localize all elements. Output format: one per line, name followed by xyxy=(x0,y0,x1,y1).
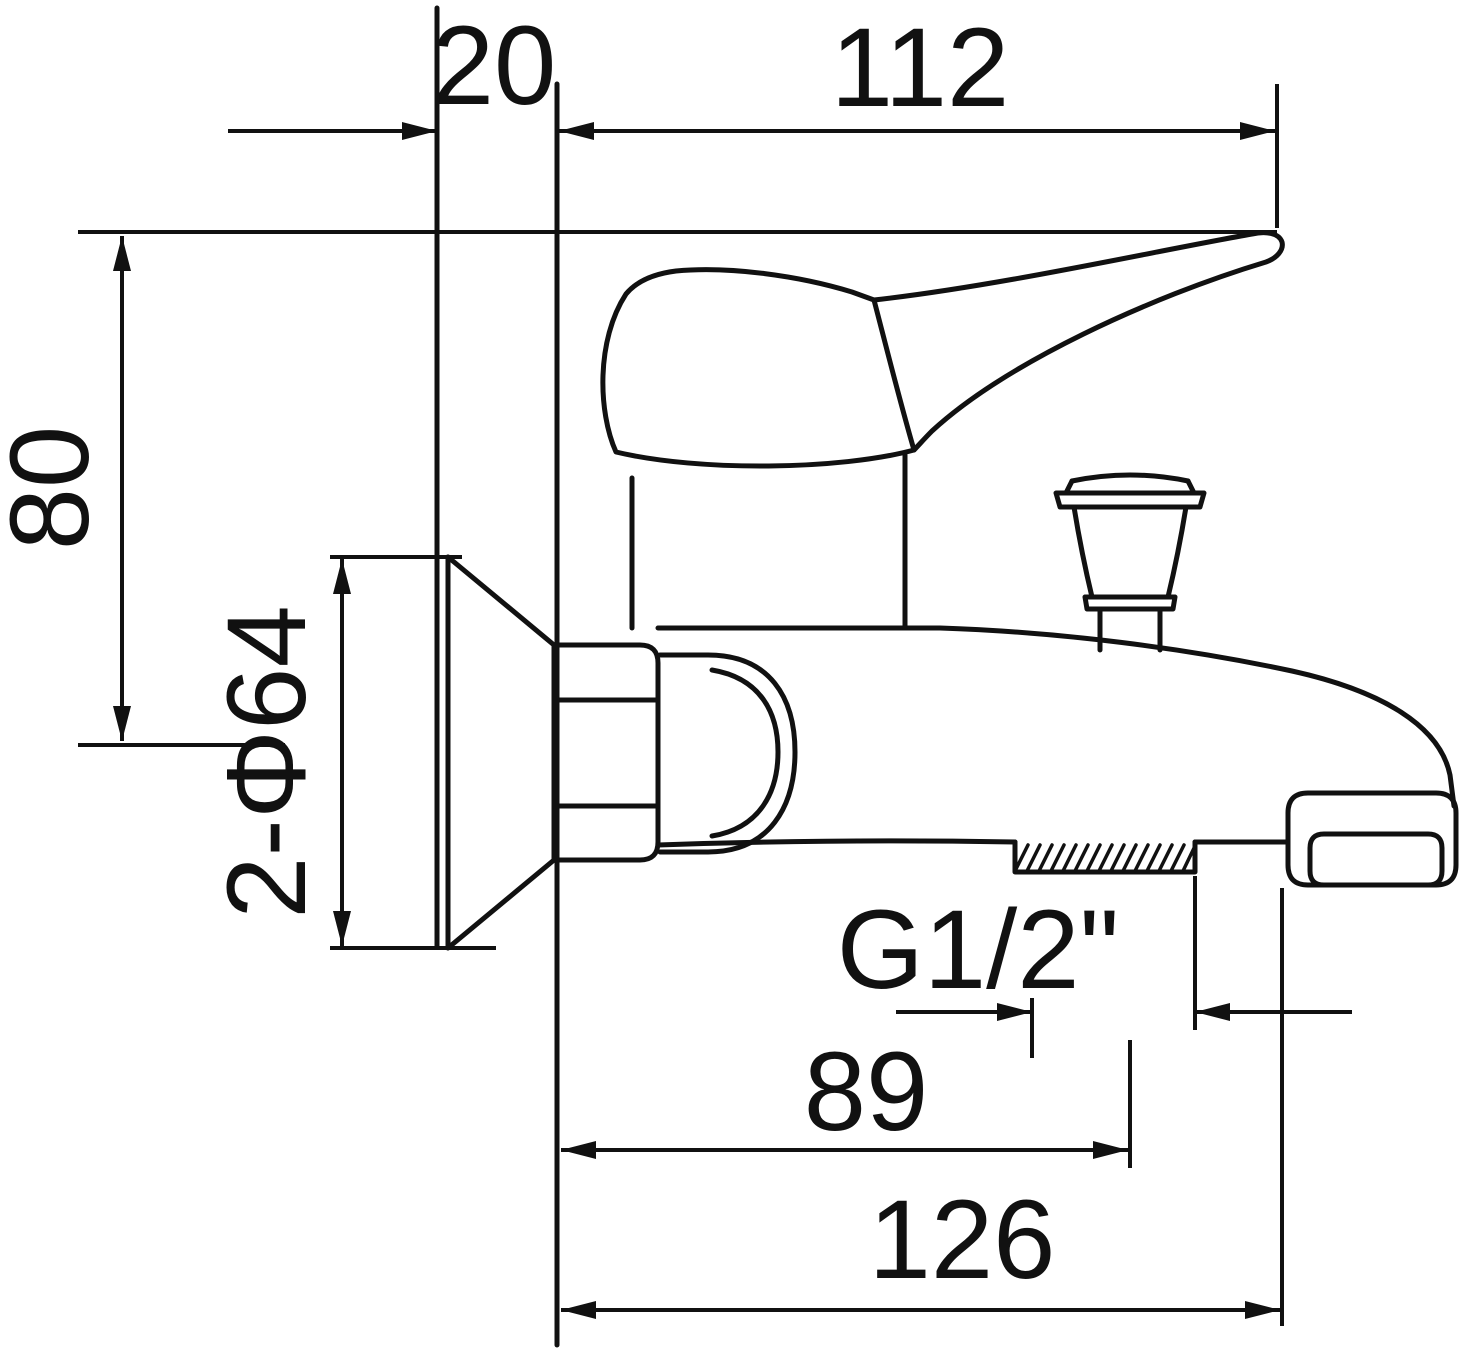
hex-nut xyxy=(551,642,661,863)
dim-label-wall-thickness: 20 xyxy=(432,3,557,128)
spout-aerator-inner xyxy=(1307,831,1445,888)
body-bottom-edge xyxy=(655,838,1018,848)
wall-lines xyxy=(434,5,560,1348)
arrow-64-bottom xyxy=(333,911,351,946)
arrow-64-top xyxy=(333,559,351,594)
arrow-112-left xyxy=(559,122,594,140)
boss-inner-contour xyxy=(709,667,781,839)
diverter-knob xyxy=(1053,472,1207,653)
escutcheon-cone xyxy=(445,554,557,951)
knob-stem xyxy=(1097,606,1163,653)
boss-outline xyxy=(657,652,798,855)
arrow-g12-right xyxy=(1195,1003,1230,1021)
arrow-20-right xyxy=(402,122,437,140)
arrow-126-left xyxy=(561,1301,596,1319)
faucet-body xyxy=(655,625,1459,888)
cartridge-housing xyxy=(629,452,908,631)
lever-handle xyxy=(600,230,1285,469)
thread-hatching xyxy=(1013,843,1197,873)
dim-label-overall-depth: 126 xyxy=(869,1177,1056,1302)
arrow-89-right xyxy=(1093,1141,1128,1159)
knob-bell-sides xyxy=(1071,504,1189,600)
knob-base-ring xyxy=(1082,594,1178,612)
arrow-80-bottom xyxy=(113,706,131,741)
arrow-80-top xyxy=(113,236,131,271)
arrow-112-right xyxy=(1240,122,1275,140)
dim-label-outlet-offset: 89 xyxy=(804,1029,929,1154)
dimension-labels: 20 112 80 2-Φ64 G1/2" 89 126 xyxy=(0,3,1119,1302)
knob-flange xyxy=(1053,490,1207,510)
threaded-outlet xyxy=(1012,839,1198,875)
handle-junction-line xyxy=(871,297,917,453)
dim-label-height: 80 xyxy=(0,426,112,551)
extension-lines xyxy=(78,84,1284,1326)
escutcheon-top-slant xyxy=(445,554,557,648)
arrow-89-left xyxy=(561,1141,596,1159)
body-boss xyxy=(657,652,798,855)
dimension-lines xyxy=(120,129,1352,1312)
hex-nut-facet-lines xyxy=(551,697,661,809)
hex-nut-outline xyxy=(551,642,661,863)
dimension-arrowheads xyxy=(113,122,1280,1319)
escutcheon-bottom-slant xyxy=(445,857,557,951)
dim-label-flange-diameter: 2-Φ64 xyxy=(204,605,329,919)
arrow-g12-left xyxy=(997,1003,1032,1021)
arrow-126-right xyxy=(1245,1301,1280,1319)
dim-label-thread-size: G1/2" xyxy=(837,887,1120,1012)
dim-label-spout-reach: 112 xyxy=(831,5,1010,130)
handle-outline xyxy=(600,230,1285,469)
knob-cap-top xyxy=(1069,472,1191,484)
body-top-edge xyxy=(655,625,1457,809)
